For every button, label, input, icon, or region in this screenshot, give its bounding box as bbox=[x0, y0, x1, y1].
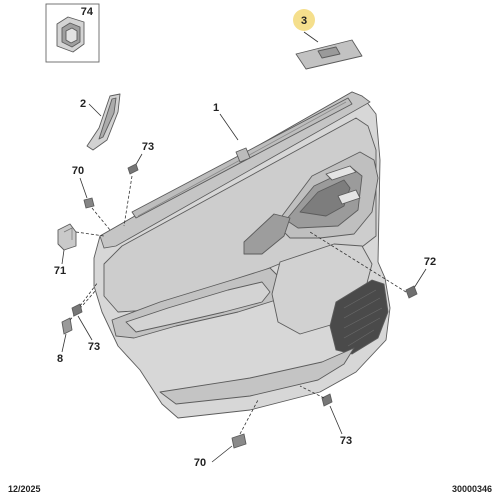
highlight-circle bbox=[293, 9, 315, 31]
callout-3: 3 bbox=[301, 15, 307, 27]
door-trim-panel-1 bbox=[93, 91, 391, 419]
callout-74: 74 bbox=[81, 6, 94, 18]
callout-70-bottom: 70 bbox=[194, 457, 206, 469]
clip-70-top: 70 bbox=[72, 165, 111, 231]
screw-73-top: 73 bbox=[123, 141, 154, 227]
cap-8: 8 bbox=[57, 289, 97, 365]
trim-part-2: 2 bbox=[80, 93, 121, 151]
footer-code: 30000346 bbox=[452, 484, 492, 494]
screw-73-bottom: 73 bbox=[299, 385, 352, 447]
callout-72: 72 bbox=[424, 256, 436, 268]
footer-date: 12/2025 bbox=[8, 484, 41, 494]
inset-box-74: 74 bbox=[45, 3, 100, 63]
callout-2: 2 bbox=[80, 98, 86, 110]
speaker-grille bbox=[329, 279, 389, 355]
callout-3-group: 3 bbox=[293, 9, 363, 70]
clip-74-part bbox=[56, 16, 85, 53]
callout-71: 71 bbox=[54, 265, 66, 277]
screw-72: 72 bbox=[309, 231, 436, 299]
screw-73-left: 73 bbox=[71, 281, 100, 353]
clip-70-bottom: 70 bbox=[194, 399, 259, 469]
callout-73-bottom: 73 bbox=[340, 435, 352, 447]
callout-70-top: 70 bbox=[72, 165, 84, 177]
clip-71: 71 bbox=[54, 223, 105, 277]
callout-8: 8 bbox=[57, 353, 63, 365]
callout-73-top: 73 bbox=[142, 141, 154, 153]
callout-1: 1 bbox=[213, 102, 219, 114]
callout-73-left: 73 bbox=[88, 341, 100, 353]
